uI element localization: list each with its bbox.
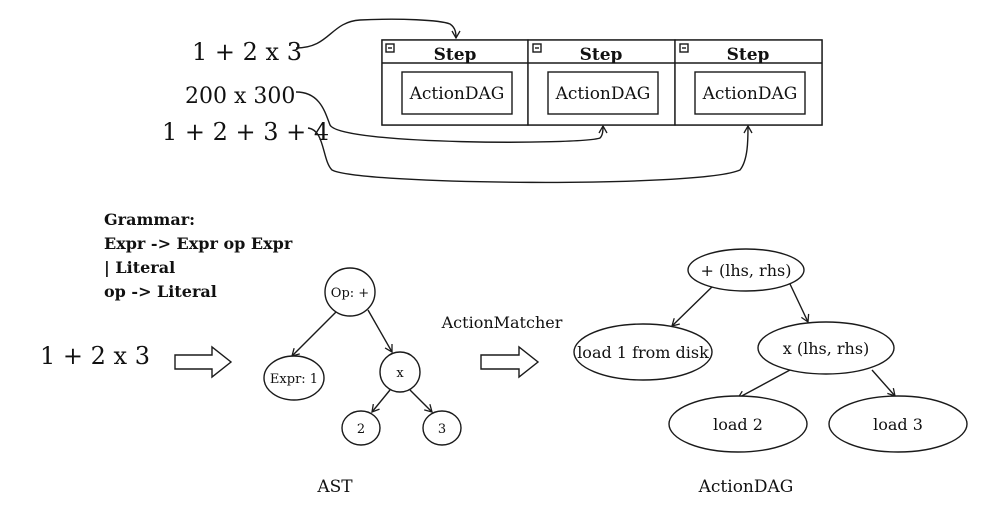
step-title: Step: [727, 45, 770, 65]
step-panel-2: Step ActionDAG: [527, 39, 676, 126]
expression-2: 200 x 300: [185, 84, 295, 109]
dag-node-load3-label: load 3: [873, 415, 923, 434]
step-body: ActionDAG: [702, 84, 798, 104]
expression-1: 1 + 2 x 3: [192, 38, 302, 66]
dag-node-load1-label: load 1 from disk: [577, 343, 709, 362]
ast-node-root: [324, 267, 376, 317]
ast-node-three: [422, 410, 462, 446]
hollow-arrow-1: [174, 345, 233, 379]
expression-3: 1 + 2 + 3 + 4: [162, 118, 329, 146]
ast-node-two-label: 2: [357, 422, 365, 437]
grammar-block: Grammar: Expr -> Expr op Expr | Literal …: [104, 210, 293, 301]
ast-caption: AST: [316, 477, 353, 497]
step-body-box: [694, 71, 806, 115]
dag-node-load1: [573, 323, 713, 381]
step-title: Step: [580, 45, 623, 65]
action-dag-tree: + (lhs, rhs) load 1 from disk x (lhs, rh…: [573, 248, 968, 453]
grammar-line-4: op -> Literal: [104, 282, 217, 301]
ast-node-mul: [379, 351, 421, 393]
dag-node-load2-label: load 2: [713, 415, 763, 434]
step-panel-3: Step ActionDAG: [674, 39, 823, 126]
step-body: ActionDAG: [555, 84, 651, 104]
ast-node-three-label: 3: [438, 422, 446, 437]
dag-caption: ActionDAG: [698, 477, 794, 497]
step-body-box: [401, 71, 513, 115]
ast-tree: Op: + Expr: 1 x 2 3: [263, 267, 462, 446]
grammar-line-2: Expr -> Expr op Expr: [104, 234, 293, 253]
grammar-line-1: Grammar:: [104, 210, 195, 229]
dag-node-load2: [668, 395, 808, 453]
ast-node-root-label: Op: +: [331, 286, 369, 301]
step-body: ActionDAG: [409, 84, 505, 104]
step-panel-1: Step ActionDAG: [381, 39, 529, 126]
connector-expr1-step1: [295, 18, 461, 49]
connector-expr2-step2: [295, 91, 608, 143]
dag-node-mul-label: x (lhs, rhs): [783, 339, 870, 358]
dag-node-load3: [828, 395, 968, 453]
dag-node-root-label: + (lhs, rhs): [701, 261, 792, 280]
step-body-box: [547, 71, 659, 115]
action-matcher-label: ActionMatcher: [441, 313, 563, 332]
grammar-line-3: | Literal: [104, 258, 175, 277]
step-title: Step: [434, 45, 477, 65]
dag-node-mul: [757, 321, 895, 375]
ast-node-left-label: Expr: 1: [270, 372, 318, 387]
connector-expr3-step3: [307, 124, 753, 184]
input-expression: 1 + 2 x 3: [40, 342, 150, 370]
ast-node-mul-label: x: [396, 366, 404, 381]
ast-node-left: [263, 355, 325, 401]
hollow-arrow-2: [480, 345, 540, 379]
dag-node-root: [687, 248, 805, 292]
ast-node-two: [341, 410, 381, 446]
